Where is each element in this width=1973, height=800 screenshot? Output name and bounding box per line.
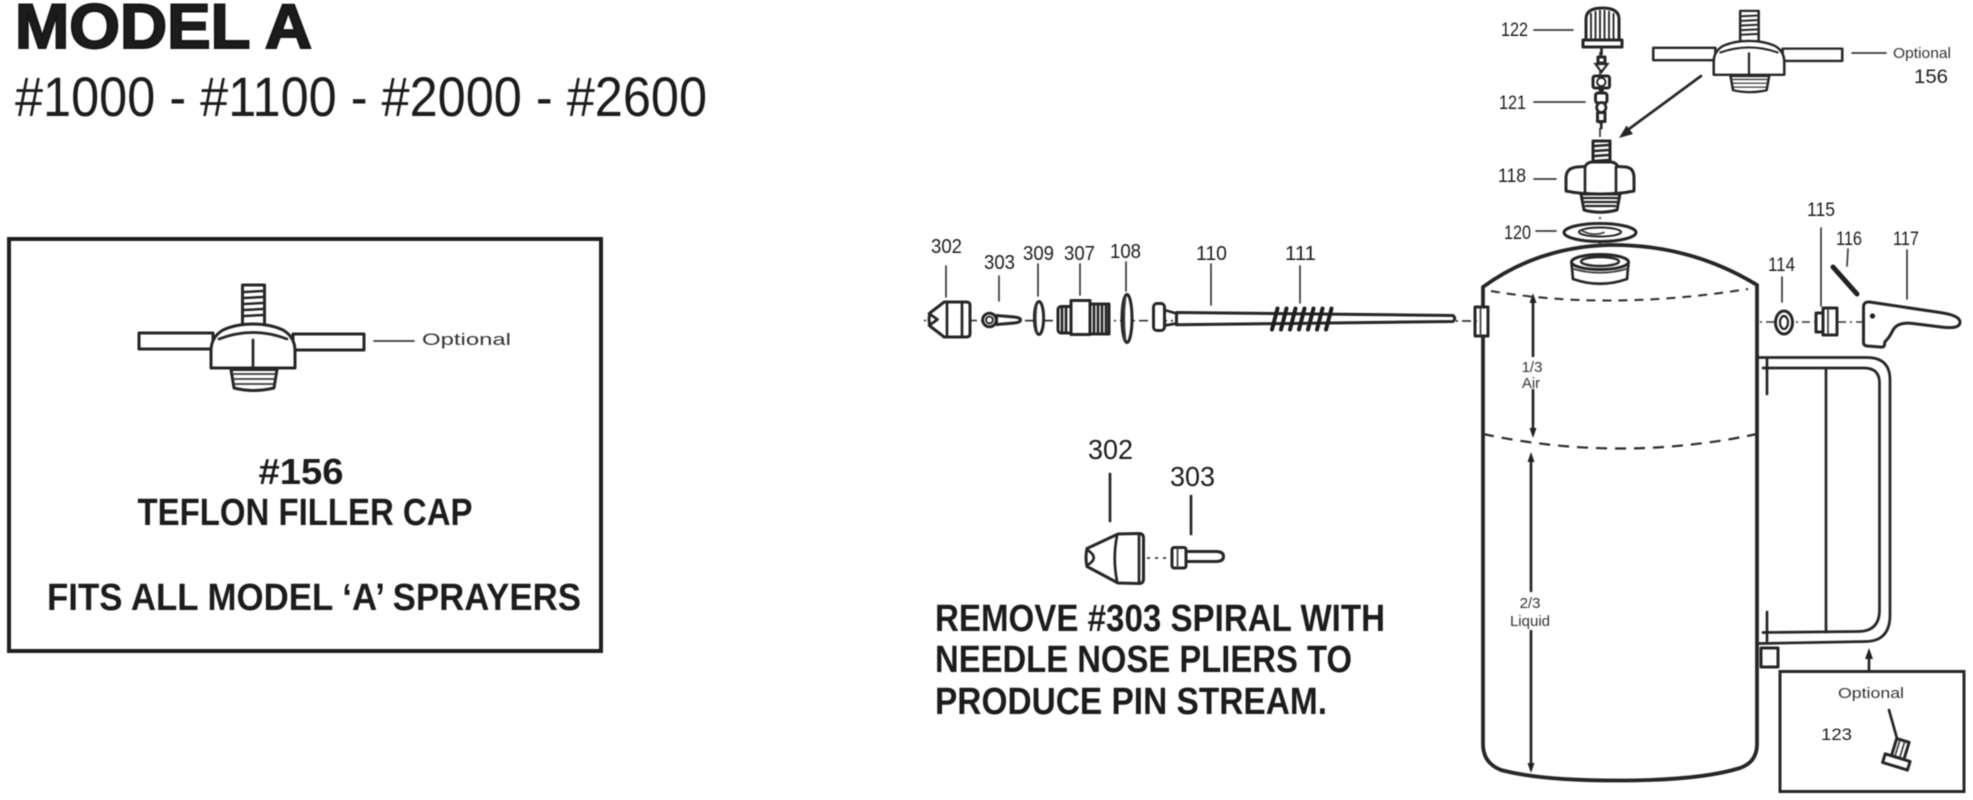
svg-text:2/3: 2/3 <box>1520 595 1541 612</box>
svg-text:REMOVE #303 SPIRAL WITH: REMOVE #303 SPIRAL WITH <box>935 598 1385 640</box>
svg-text:121: 121 <box>1499 93 1526 114</box>
svg-text:122: 122 <box>1501 20 1528 41</box>
svg-text:Optional: Optional <box>1893 45 1951 62</box>
svg-text:118: 118 <box>1498 166 1526 187</box>
svg-text:MODEL A: MODEL A <box>15 0 312 62</box>
svg-text:303: 303 <box>1170 461 1215 492</box>
svg-text:1/3: 1/3 <box>1522 359 1543 376</box>
svg-text:FITS ALL MODEL ‘A’ SPRAYERS: FITS ALL MODEL ‘A’ SPRAYERS <box>47 577 581 619</box>
svg-text:Optional: Optional <box>422 330 511 349</box>
svg-text:116: 116 <box>1836 229 1862 250</box>
svg-text:Optional: Optional <box>1838 685 1904 702</box>
svg-text:108: 108 <box>1110 241 1141 263</box>
svg-text:117: 117 <box>1893 229 1919 250</box>
svg-text:156: 156 <box>1914 67 1948 88</box>
svg-text:#1000 - #1100 - #2000 - #2600: #1000 - #1100 - #2000 - #2600 <box>15 65 707 128</box>
svg-text:Liquid: Liquid <box>1510 613 1550 630</box>
svg-text:111: 111 <box>1285 243 1316 265</box>
svg-text:TEFLON FILLER CAP: TEFLON FILLER CAP <box>138 492 473 534</box>
svg-text:307: 307 <box>1064 243 1095 265</box>
svg-text:114: 114 <box>1768 255 1795 276</box>
svg-text:Air: Air <box>1522 375 1540 392</box>
svg-text:115: 115 <box>1807 200 1835 221</box>
svg-text:309: 309 <box>1023 243 1054 265</box>
svg-text:#156: #156 <box>259 451 344 492</box>
svg-text:110: 110 <box>1196 243 1227 265</box>
svg-text:PRODUCE PIN STREAM.: PRODUCE PIN STREAM. <box>935 681 1327 723</box>
svg-text:123: 123 <box>1821 725 1852 744</box>
svg-text:302: 302 <box>1088 434 1133 465</box>
svg-text:302: 302 <box>931 236 962 258</box>
svg-text:303: 303 <box>984 252 1015 274</box>
svg-text:NEEDLE NOSE PLIERS TO: NEEDLE NOSE PLIERS TO <box>935 639 1352 681</box>
svg-text:120: 120 <box>1504 223 1531 244</box>
